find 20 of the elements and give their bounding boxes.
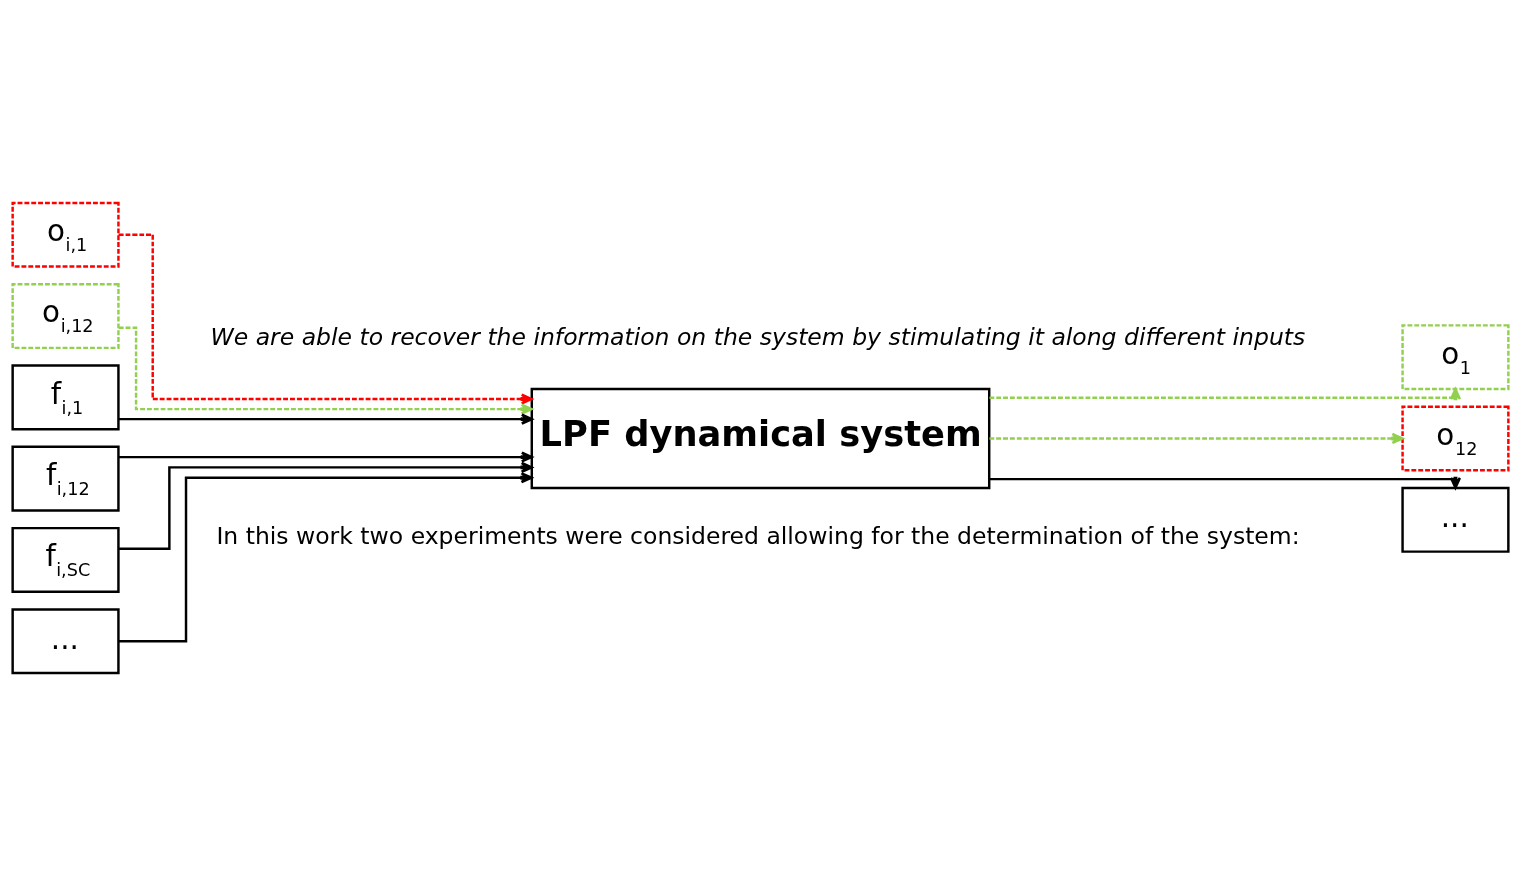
arrow [118,233,533,405]
arrow [118,451,533,463]
node-box: f$_{i,1}$ [11,364,120,431]
node-box: o$_{i,1}$ [11,201,120,268]
node-box: LPF dynamical system [530,387,991,490]
label: In this work two experiments were considered allowing for the determination of the system: [216,521,1300,550]
node-box: o$_{1}$ [1401,324,1510,391]
label: We are able to recover the information on the system by stimulating it along different inputs [210,322,1306,351]
node-box: ... [1401,486,1510,553]
arrow [118,472,533,643]
node-box: ... [11,608,120,675]
arrow [118,461,533,550]
node-box: o$_{12}$ [1401,405,1510,472]
arrow [989,476,1462,489]
node-box: f$_{i,SC}$ [11,526,120,593]
arrow [118,413,533,425]
arrow [989,388,1462,401]
node-box: f$_{i,12}$ [11,445,120,512]
node-box: o$_{i,12}$ [11,283,120,350]
arrow [989,432,1404,445]
